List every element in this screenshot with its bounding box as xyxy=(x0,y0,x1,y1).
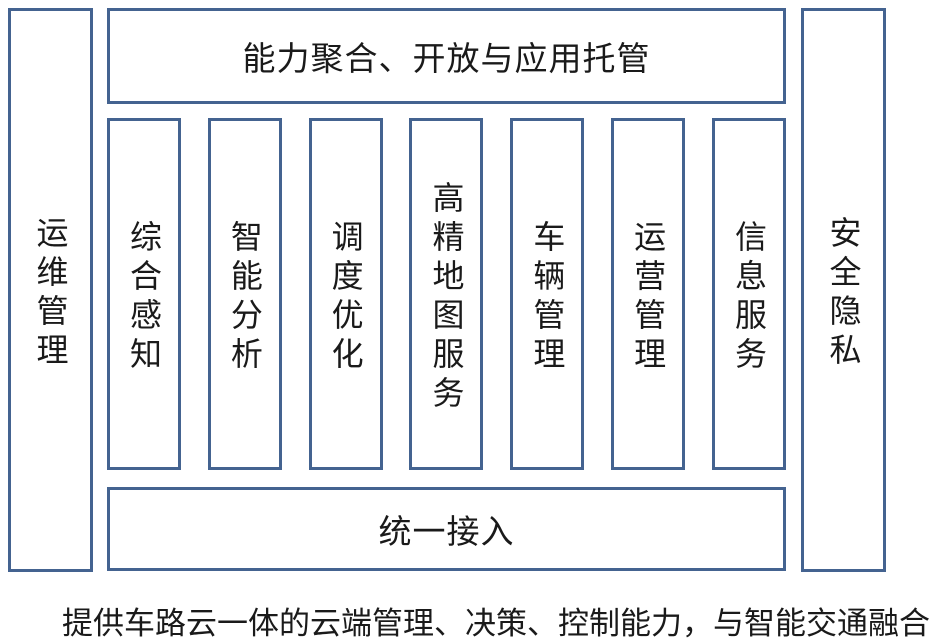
module-vehicle-management-label: 车辆管理 xyxy=(529,219,566,376)
module-intelligent-analysis: 智能分析 xyxy=(207,118,282,470)
module-operations-management: 运营管理 xyxy=(611,118,686,470)
module-information-service: 信息服务 xyxy=(711,118,786,470)
module-hd-map-service: 高精地图服务 xyxy=(409,118,484,470)
security-privacy-pillar: 安全隐私 xyxy=(801,8,886,572)
ops-maintenance-label: 运维管理 xyxy=(32,215,69,372)
module-information-service-label: 信息服务 xyxy=(730,219,767,376)
security-privacy-label: 安全隐私 xyxy=(825,215,862,372)
module-intelligent-analysis-label: 智能分析 xyxy=(226,219,263,376)
unified-access-banner: 统一接入 xyxy=(107,487,786,571)
caption-text: 提供车路云一体的云端管理、决策、控制能力，与智能交通融合 xyxy=(62,606,930,639)
ops-maintenance-pillar: 运维管理 xyxy=(8,8,93,572)
module-scheduling-optimization: 调度优化 xyxy=(308,118,383,470)
module-scheduling-optimization-label: 调度优化 xyxy=(327,219,364,376)
unified-access-label: 统一接入 xyxy=(378,513,515,550)
module-comprehensive-sensing-label: 综合感知 xyxy=(126,219,162,376)
module-operations-management-label: 运营管理 xyxy=(630,219,667,376)
modules-row: 综合感知 智能分析 调度优化 高精地图服务 车辆管理 运营管理 信息服务 xyxy=(107,118,786,470)
module-comprehensive-sensing: 综合感知 xyxy=(107,118,181,470)
module-vehicle-management: 车辆管理 xyxy=(510,118,585,470)
capability-aggregation-banner: 能力聚合、开放与应用托管 xyxy=(107,8,786,104)
module-hd-map-service-label: 高精地图服务 xyxy=(428,180,465,415)
capability-aggregation-label: 能力聚合、开放与应用托管 xyxy=(242,40,651,77)
